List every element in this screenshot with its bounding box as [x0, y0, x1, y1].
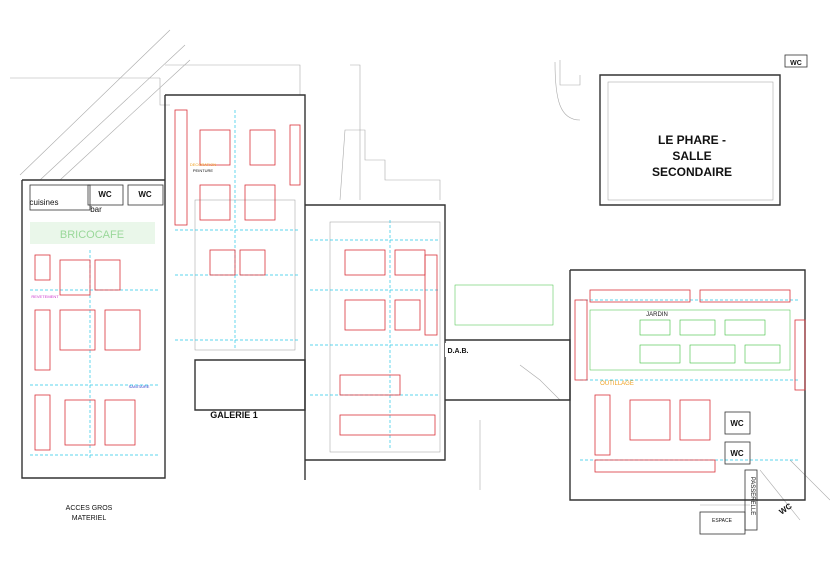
wc-label-mid1: WC: [730, 419, 744, 428]
booths: [34, 109, 806, 473]
wc-label-mid2: WC: [730, 449, 744, 458]
wc-box-right: [127, 184, 164, 206]
decoration-label: DECORATION: [190, 162, 216, 167]
le-phare-label: LE PHARE - SALLE SECONDAIRE: [652, 133, 732, 179]
bricocafe-zone: [30, 222, 155, 244]
exterior-lines: [10, 29, 830, 521]
bar-label: bar: [90, 205, 102, 214]
dab-box: [445, 343, 471, 357]
wc-box-left: [87, 184, 124, 206]
le-phare-line2: SALLE: [672, 149, 711, 163]
wc-box-mid2: [724, 441, 751, 465]
wc-box-top: [784, 54, 808, 68]
outillage-label: OUTILLAGE: [600, 381, 634, 387]
espace-label: ESPACE: [712, 518, 733, 524]
jardin-label: JARDIN: [646, 312, 668, 318]
garden-stands: [639, 319, 781, 364]
wc-label-bottom: WC: [778, 501, 794, 516]
wc-label-1: WC: [98, 190, 112, 199]
dab-label: D.A.B.: [448, 348, 469, 355]
bricocafe-label: BRICOCAFE: [60, 229, 124, 241]
galerie-label: GALERIE 1: [210, 410, 258, 420]
revetement-label: REVETEMENT: [31, 294, 59, 299]
building-walls: [21, 74, 806, 501]
sanitaire-label: SANITAIRE: [129, 384, 150, 389]
peinture-label: PEINTURE: [193, 168, 214, 173]
wc-label-2: WC: [138, 190, 152, 199]
wc-label-top: WC: [790, 60, 802, 67]
wc-box-mid1: [724, 411, 751, 435]
le-phare-line3: SECONDAIRE: [652, 165, 732, 179]
passerelle-label: PASSERELLE: [749, 477, 755, 516]
le-phare-line1: LE PHARE -: [658, 133, 726, 147]
cuisines-label: cuisines: [30, 198, 59, 207]
cuisines-box: [29, 184, 91, 211]
passerelle-zone: [744, 469, 758, 531]
acces-line1: ACCES GROS: [66, 505, 113, 512]
acces-line2: MATERIEL: [72, 515, 107, 522]
